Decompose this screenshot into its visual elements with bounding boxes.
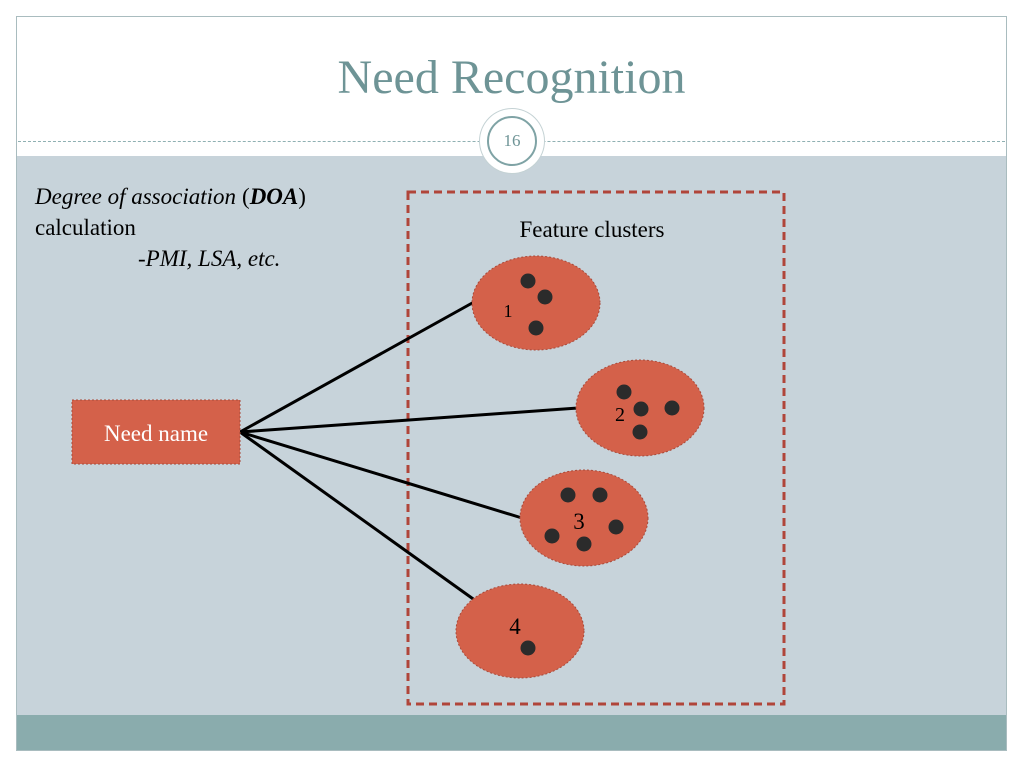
intro-paren-open: ( [242, 184, 250, 209]
connector-4 [239, 430, 477, 603]
intro-abbrev: DOA [249, 184, 299, 209]
intro-text: Degree of association(DOA) calculation -… [35, 181, 306, 274]
cluster-3-label: 3 [573, 509, 585, 534]
cluster-4: 4 [455, 583, 585, 679]
cluster-1-point [537, 289, 553, 305]
slide-number-ring: 16 [487, 116, 537, 166]
intro-paren-close: ) [298, 184, 306, 209]
slide-title: Need Recognition [337, 51, 686, 104]
cluster-3: 3 [519, 469, 649, 567]
cluster-1: 1 [471, 255, 601, 351]
slide-number: 16 [503, 131, 521, 150]
cluster-2-point [616, 384, 632, 400]
intro-line-2: calculation [35, 215, 136, 240]
slide-frame [16, 16, 1007, 751]
cluster-3-point [576, 536, 592, 552]
cluster-2-point [633, 401, 649, 417]
cluster-3-point [544, 528, 560, 544]
cluster-1-point [528, 320, 544, 336]
feature-clusters-box [406, 190, 786, 706]
need-name-label: Need name [104, 421, 208, 446]
cluster-4-ellipse [455, 583, 585, 679]
cluster-3-point [592, 487, 608, 503]
cluster-3-point [608, 519, 624, 535]
cluster-3-point [560, 487, 576, 503]
slide-footer-band [17, 715, 1006, 750]
cluster-2: 2 [575, 359, 705, 457]
cluster-1-label: 1 [504, 301, 513, 321]
cluster-2-label: 2 [615, 404, 625, 426]
connector-2 [239, 406, 579, 434]
intro-line-1: Degree of association(DOA) [35, 181, 306, 212]
cluster-4-point [520, 640, 536, 656]
intro-term: Degree of association [35, 184, 237, 209]
intro-line-3: -PMI, LSA, etc. [138, 246, 281, 271]
feature-clusters-label: Feature clusters [520, 217, 665, 242]
cluster-1-ellipse [471, 255, 601, 351]
slide-number-badge: 16 [480, 109, 544, 173]
cluster-2-point [664, 400, 680, 416]
connector-1 [239, 300, 475, 434]
need-name-box [71, 399, 241, 465]
cluster-4-label: 4 [509, 614, 521, 639]
cluster-2-point [632, 424, 648, 440]
cluster-1-point [520, 273, 536, 289]
connector-3 [239, 430, 523, 520]
